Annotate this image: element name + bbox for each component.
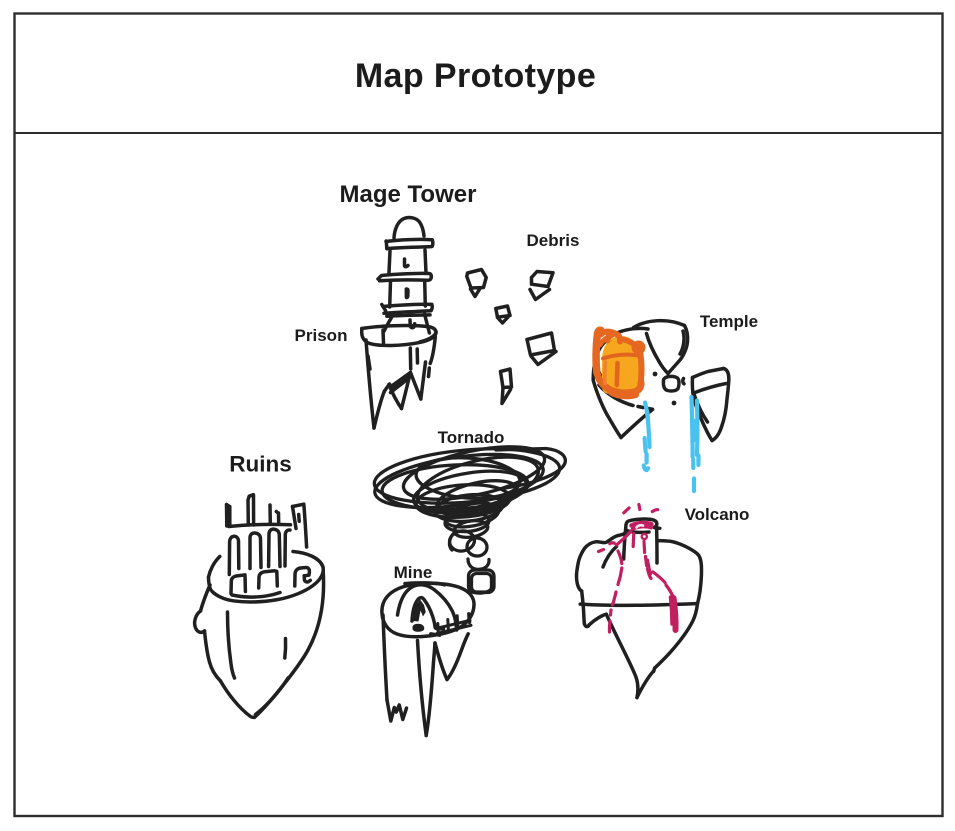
svg-text:Volcano: Volcano (685, 505, 750, 524)
svg-text:Ruins: Ruins (229, 452, 292, 477)
svg-text:Mage Tower: Mage Tower (340, 181, 477, 208)
svg-text:Prison: Prison (295, 326, 348, 345)
svg-text:Tornado: Tornado (438, 428, 505, 447)
svg-text:Debris: Debris (527, 231, 580, 250)
svg-text:Mine: Mine (394, 563, 433, 582)
svg-text:Map Prototype: Map Prototype (355, 57, 596, 95)
svg-text:Temple: Temple (700, 312, 758, 331)
